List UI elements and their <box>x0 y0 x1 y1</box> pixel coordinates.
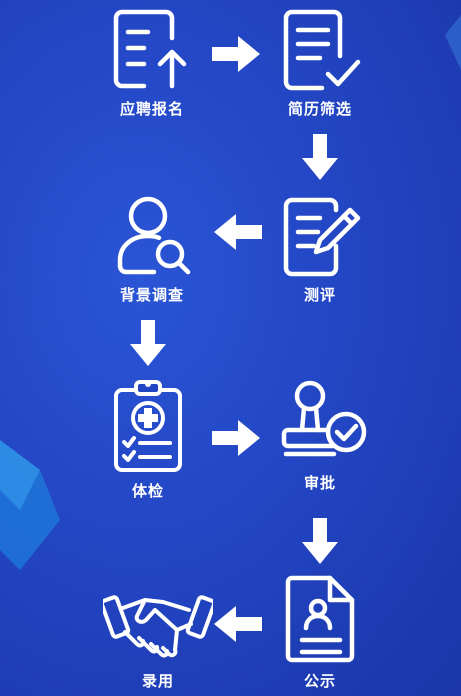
step-background-check: 背景调查 <box>92 194 212 305</box>
step-resume-screening: 简历筛选 <box>260 8 380 119</box>
checklist-document-icon <box>283 9 361 91</box>
arrow-down-icon <box>130 320 166 366</box>
arrow-left-icon <box>214 606 262 642</box>
document-upload-icon <box>113 9 187 89</box>
step-publicity: 公示 <box>260 574 380 691</box>
step-medical-exam: 体检 <box>88 378 208 501</box>
step-label: 简历筛选 <box>287 100 352 118</box>
user-search-icon <box>117 196 191 275</box>
decorative-right-shape <box>445 15 461 70</box>
document-edit-icon <box>283 197 361 277</box>
medical-clipboard-icon <box>114 380 182 472</box>
arrow-right-icon <box>212 420 260 456</box>
step-label: 体检 <box>131 482 164 500</box>
step-label: 录用 <box>141 672 174 690</box>
step-approval: 审批 <box>260 378 380 493</box>
step-label: 应聘报名 <box>119 100 184 118</box>
profile-document-icon <box>285 575 355 663</box>
step-label: 公示 <box>303 672 336 690</box>
step-assessment: 测评 <box>260 194 380 305</box>
arrow-right-icon <box>212 36 260 72</box>
step-hiring: 录用 <box>98 584 218 691</box>
handshake-icon <box>103 595 213 658</box>
step-label: 背景调查 <box>119 286 184 304</box>
decorative-left-shape <box>0 440 60 570</box>
arrow-left-icon <box>214 214 262 250</box>
step-label: 审批 <box>303 474 336 492</box>
arrow-down-icon <box>302 518 338 564</box>
step-application: 应聘报名 <box>92 8 212 119</box>
approval-stamp-icon <box>281 380 367 457</box>
step-label: 测评 <box>303 286 336 304</box>
arrow-down-icon <box>302 134 338 180</box>
